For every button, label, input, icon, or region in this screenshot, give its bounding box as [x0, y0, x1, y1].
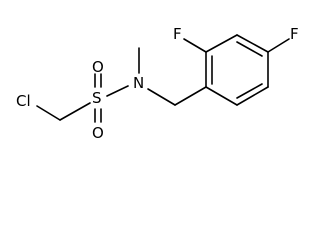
- bond-ch2-ring: [174, 86, 207, 106]
- ring-inner-bond-2: [236, 41, 263, 57]
- bond-s-n: [106, 85, 129, 97]
- ring-inner-bond-3: [236, 83, 263, 99]
- atom-n-label: N: [133, 74, 144, 92]
- atom-f-ortho-label: F: [173, 25, 182, 43]
- atom-o-bottom-label: O: [92, 124, 104, 142]
- atom-f-para-label: F: [290, 25, 299, 43]
- ring-bond-3: [236, 34, 269, 53]
- atom-o-top-label: O: [92, 58, 104, 76]
- bonds: [36, 34, 290, 123]
- structure-canvas: Cl S O O N F F: [16, 25, 299, 142]
- ring-bond-6: [205, 86, 238, 106]
- atom-cl-label: Cl: [16, 92, 31, 110]
- atom-labels: Cl S O O N F F: [16, 25, 299, 142]
- chemical-structure-diagram: Cl S O O N F F: [16, 25, 299, 142]
- ring-bond-5: [236, 86, 269, 106]
- ring-bond-2: [205, 34, 238, 53]
- bond-ring-f-para: [267, 38, 290, 53]
- atom-s-label: S: [92, 89, 102, 107]
- bond-ring-f-ortho: [183, 38, 207, 53]
- bond-n-ch2: [147, 88, 176, 106]
- bond-cl-ch2: [36, 105, 61, 121]
- bond-ch2-s: [59, 102, 91, 121]
